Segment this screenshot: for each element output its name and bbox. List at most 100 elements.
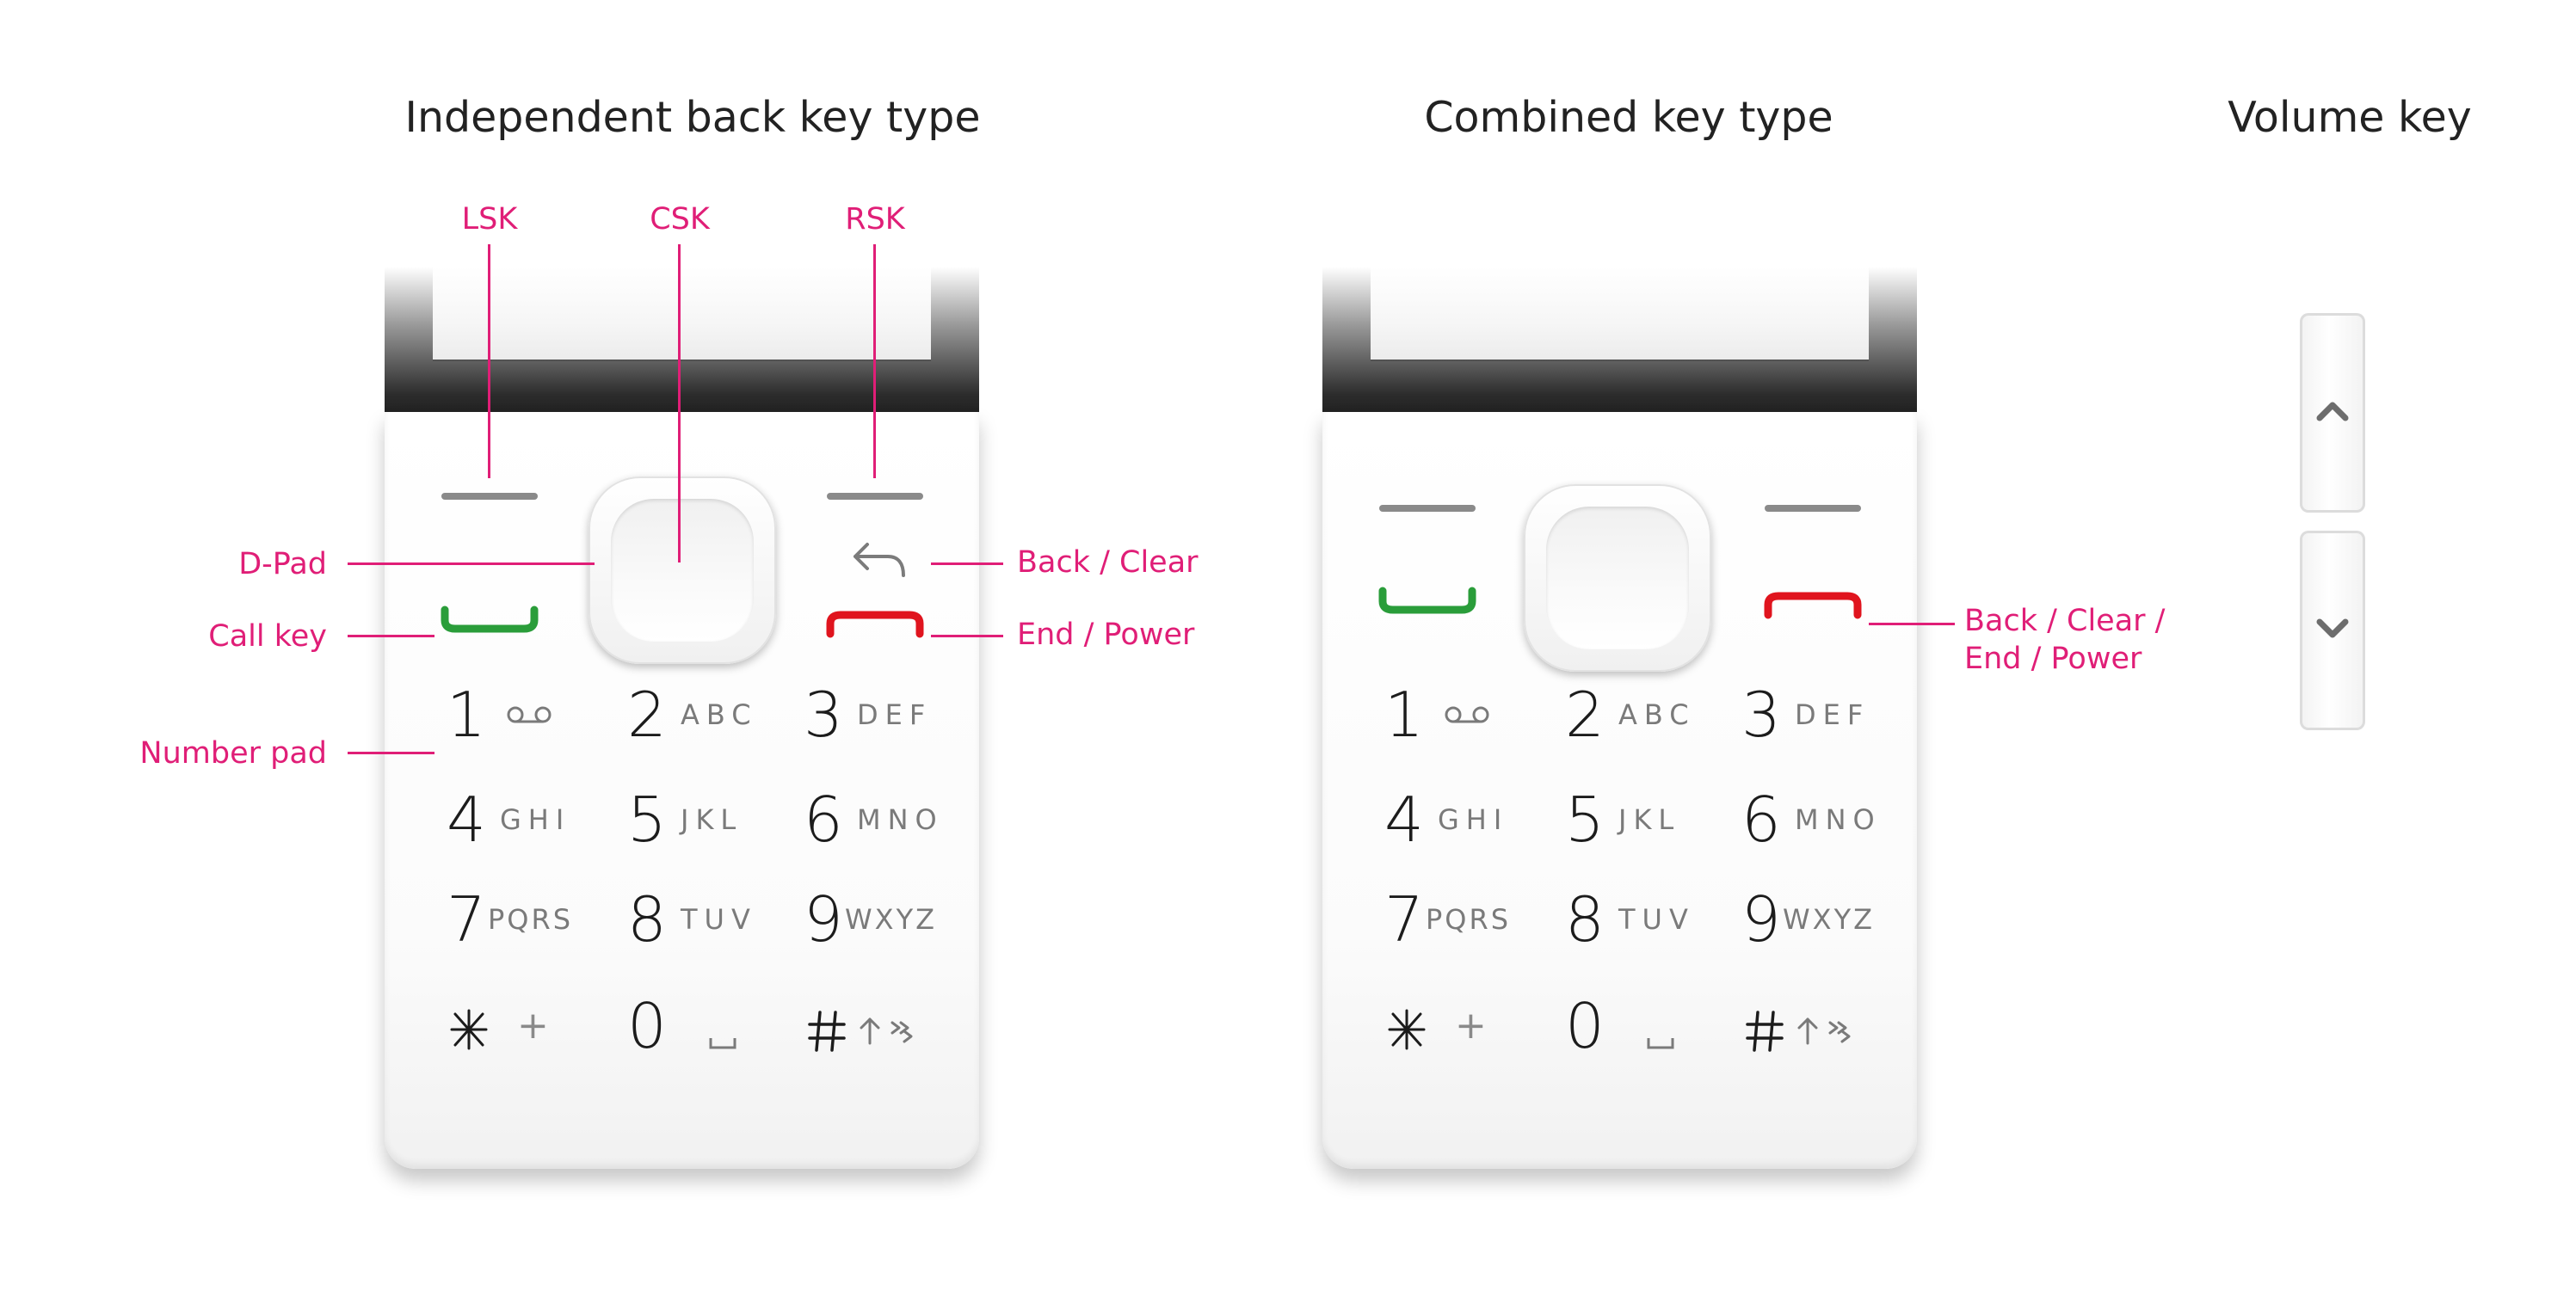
key-letters: JKL bbox=[1618, 803, 1681, 836]
chevron-down-icon bbox=[2316, 618, 2349, 638]
phone-top bbox=[1322, 267, 1917, 412]
key-letters: WXYZ bbox=[845, 903, 938, 936]
end-power-label: End / Power bbox=[1017, 618, 1195, 652]
space-icon bbox=[709, 1038, 736, 1049]
key-digit: 1 bbox=[447, 679, 486, 751]
key-letters: GHI bbox=[1438, 803, 1509, 836]
keypad-key[interactable]: 0 bbox=[627, 983, 791, 1069]
keypad-key[interactable]: 2 ABC bbox=[627, 672, 791, 758]
keypad-key[interactable]: + bbox=[1384, 983, 1548, 1069]
keypad-key[interactable]: 1 bbox=[1384, 672, 1548, 758]
keypad-key[interactable]: 6 MNO bbox=[1741, 777, 1905, 863]
key-letters: + bbox=[517, 1004, 556, 1048]
key-digit: 9 bbox=[804, 883, 843, 956]
key-digit: 6 bbox=[804, 784, 843, 856]
rsk-leader bbox=[873, 244, 876, 478]
asterisk-icon bbox=[450, 1009, 488, 1050]
key-letters: MNO bbox=[1795, 803, 1882, 836]
independent-type-title: Independent back key type bbox=[404, 93, 981, 142]
csk-leader bbox=[678, 244, 681, 562]
hash-icon bbox=[808, 1011, 846, 1052]
keypad-key[interactable]: + bbox=[447, 983, 610, 1069]
shift-arrow-icon bbox=[1797, 1017, 1818, 1045]
center-soft-key[interactable] bbox=[1546, 507, 1689, 649]
call-key-icon bbox=[441, 605, 539, 633]
key-digit: 7 bbox=[447, 883, 486, 956]
input-mode-icon bbox=[891, 1021, 913, 1043]
volume-key-title: Volume key bbox=[2228, 93, 2472, 142]
dpad-leader bbox=[348, 562, 595, 565]
key-digit: 0 bbox=[1565, 990, 1605, 1062]
dpad-label: D-Pad bbox=[238, 547, 327, 581]
key-letters: TUV bbox=[681, 903, 757, 936]
combined-type-title: Combined key type bbox=[1424, 93, 1833, 142]
hash-icon bbox=[1746, 1011, 1784, 1052]
key-letters: + bbox=[1455, 1004, 1494, 1048]
voicemail-icon bbox=[1445, 706, 1489, 723]
left-soft-key[interactable] bbox=[1379, 505, 1476, 512]
keypad-key[interactable]: 4 GHI bbox=[1384, 777, 1548, 863]
key-letters: MNO bbox=[857, 803, 944, 836]
end-key-icon bbox=[1764, 592, 1862, 619]
key-digit: 0 bbox=[627, 990, 667, 1062]
lsk-label: LSK bbox=[461, 202, 518, 237]
key-digit: 7 bbox=[1384, 883, 1424, 956]
back-clear-leader bbox=[931, 562, 1003, 565]
volume-down-key[interactable] bbox=[2300, 531, 2365, 730]
key-letters: PQRS bbox=[1426, 903, 1512, 936]
dpad[interactable] bbox=[1524, 484, 1711, 672]
keypad-key[interactable]: 0 bbox=[1565, 983, 1729, 1069]
chevron-up-icon bbox=[2316, 402, 2349, 421]
keypad-key[interactable]: 8 TUV bbox=[627, 876, 791, 962]
keypad-key[interactable]: 6 MNO bbox=[804, 777, 967, 863]
key-digit: 4 bbox=[447, 784, 486, 856]
center-soft-key[interactable] bbox=[611, 499, 754, 642]
right-soft-key[interactable] bbox=[1765, 505, 1861, 512]
combined-end-leader bbox=[1869, 623, 1955, 625]
number-pad-leader bbox=[348, 752, 434, 754]
left-soft-key[interactable] bbox=[441, 493, 538, 500]
key-digit: 8 bbox=[627, 883, 667, 956]
keypad-key[interactable]: 4 GHI bbox=[447, 777, 610, 863]
volume-up-key[interactable] bbox=[2300, 313, 2365, 513]
key-digit: 5 bbox=[1565, 784, 1605, 856]
call-key-label: Call key bbox=[208, 619, 327, 654]
key-digit: 8 bbox=[1565, 883, 1605, 956]
key-letters: DEF bbox=[1795, 698, 1870, 731]
dpad[interactable] bbox=[589, 476, 776, 664]
keypad-key[interactable]: 3 DEF bbox=[1741, 672, 1905, 758]
key-letters: PQRS bbox=[488, 903, 574, 936]
key-digit: 9 bbox=[1741, 883, 1781, 956]
key-letters: TUV bbox=[1618, 903, 1695, 936]
key-digit: 3 bbox=[804, 679, 843, 751]
phone-screen bbox=[1371, 267, 1869, 360]
csk-label: CSK bbox=[650, 202, 710, 237]
keypad-key[interactable]: 5 JKL bbox=[1565, 777, 1729, 863]
back-arrow-icon bbox=[854, 543, 905, 577]
phone-screen bbox=[433, 267, 931, 360]
input-mode-icon bbox=[1828, 1021, 1851, 1043]
key-digit: 2 bbox=[627, 679, 667, 751]
back-clear-label: Back / Clear bbox=[1017, 545, 1199, 580]
key-digit: 4 bbox=[1384, 784, 1424, 856]
keypad-key[interactable]: 8 TUV bbox=[1565, 876, 1729, 962]
key-digit: 5 bbox=[627, 784, 667, 856]
right-soft-key[interactable] bbox=[827, 493, 923, 500]
key-digit: 3 bbox=[1741, 679, 1781, 751]
key-digit: 6 bbox=[1741, 784, 1781, 856]
key-letters: ABC bbox=[1618, 698, 1696, 731]
key-letters: GHI bbox=[500, 803, 571, 836]
key-letters: ABC bbox=[681, 698, 758, 731]
back-clear-end-power-label: Back / Clear / End / Power bbox=[1964, 604, 2166, 676]
keypad-key[interactable]: 1 bbox=[447, 672, 610, 758]
